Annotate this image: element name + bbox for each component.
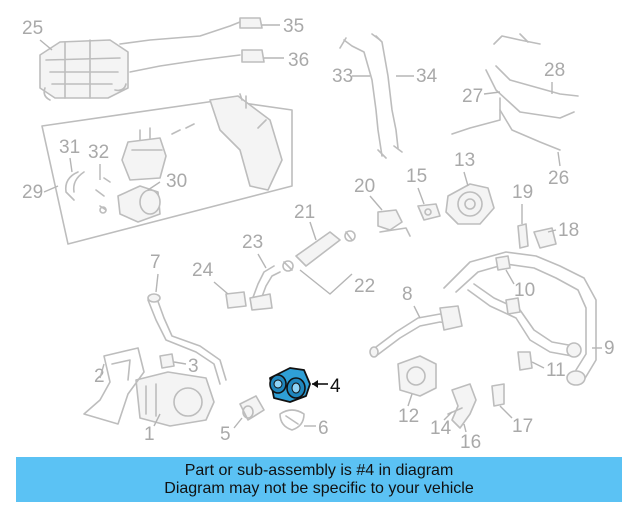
leader-4-arrowhead (312, 380, 318, 388)
leader-21 (309, 221, 317, 241)
callout-18: 18 (558, 220, 579, 241)
leader-2 (99, 363, 105, 379)
callout-32: 32 (88, 142, 109, 163)
callout-12: 12 (398, 406, 419, 427)
part-18-elbow-drawing (533, 227, 557, 249)
callout-21: 21 (294, 202, 315, 223)
part-4-highlighted-drawing (269, 367, 311, 403)
callout-19: 19 (512, 182, 533, 203)
part-5-sleeve-drawing (239, 395, 265, 421)
parts-diagram: 25 35 36 29 31 32 30 (22, 16, 615, 453)
leader-10 (505, 269, 515, 285)
callout-27: 27 (462, 86, 483, 107)
leader-31 (69, 157, 73, 173)
part-12-valve-drawing (397, 355, 437, 397)
part-33-34-pipes-drawing (339, 33, 403, 159)
leader-5 (233, 417, 243, 429)
part-21-hose-drawing (282, 230, 356, 272)
leader-11 (531, 361, 545, 369)
part-36-sensor-drawing (129, 49, 265, 73)
part-notice-banner: Part or sub-assembly is #4 in diagram Di… (16, 457, 622, 502)
callout-25: 25 (22, 18, 43, 39)
leader-24 (213, 281, 229, 295)
part-1-pump-drawing (135, 371, 215, 427)
callout-24: 24 (192, 260, 214, 281)
leader-1 (153, 413, 161, 427)
part-19-gasket-drawing (517, 223, 529, 249)
banner-line-part-number: Part or sub-assembly is #4 in diagram (184, 462, 454, 479)
leader-12 (407, 393, 413, 407)
leader-17 (499, 405, 513, 419)
callout-7: 7 (150, 252, 161, 273)
part-26-27-28-pipes-drawing (451, 33, 579, 151)
leader-26 (557, 151, 561, 167)
callout-28: 28 (544, 60, 565, 81)
callout-2: 2 (94, 366, 105, 387)
part-13-valve-drawing (445, 183, 495, 225)
leader-8 (413, 305, 421, 319)
callout-14: 14 (430, 418, 452, 439)
leader-30 (147, 181, 161, 191)
callout-15: 15 (406, 166, 427, 187)
leader-13 (463, 171, 469, 187)
leader-22 (299, 269, 353, 295)
callout-4: 4 (330, 376, 341, 397)
callout-22: 22 (354, 276, 375, 297)
callout-26: 26 (548, 168, 569, 189)
part-24-gasket-drawing (225, 291, 247, 309)
callout-34: 34 (416, 66, 438, 87)
leader-18 (547, 229, 557, 233)
callout-5: 5 (220, 424, 231, 445)
callout-33: 33 (332, 66, 353, 87)
leader-7 (155, 273, 159, 293)
leader-23 (257, 253, 267, 269)
leader-3 (173, 361, 187, 365)
part-3-bolt-drawing (159, 353, 175, 369)
callout-1: 1 (144, 424, 155, 445)
callout-9: 9 (604, 338, 615, 359)
part-23-pipe-drawing (249, 265, 281, 311)
callout-30: 30 (166, 171, 187, 192)
leader-16 (463, 423, 467, 433)
leader-14 (443, 411, 453, 421)
part-6-clamp-drawing (279, 409, 305, 431)
callout-13: 13 (454, 150, 475, 171)
leader-25 (39, 39, 53, 51)
part-17-gasket-drawing (491, 383, 505, 407)
part-8-pipe-drawing (369, 305, 463, 358)
part-35-sensor-drawing (119, 17, 263, 45)
callout-8: 8 (402, 284, 413, 305)
part-14-16-pipe-drawing (447, 383, 477, 429)
callout-31: 31 (59, 137, 80, 158)
callout-10: 10 (514, 280, 535, 301)
part-15-gasket-drawing (417, 203, 441, 221)
leader-15 (417, 187, 425, 205)
part-20-flange-drawing (377, 209, 411, 237)
leader-20 (369, 195, 383, 211)
callout-29: 29 (22, 182, 43, 203)
callout-20: 20 (354, 176, 375, 197)
leader-27 (483, 91, 501, 95)
banner-line-disclaimer: Diagram may not be specific to your vehi… (164, 480, 474, 497)
callout-6: 6 (318, 418, 329, 439)
callout-11: 11 (546, 360, 566, 381)
callout-23: 23 (242, 232, 263, 253)
part-7-hose-drawing (147, 293, 227, 385)
part-25-pump-drawing (39, 39, 129, 101)
leader-29 (43, 185, 59, 193)
callout-36: 36 (288, 50, 309, 71)
part-2-bracket-drawing (83, 347, 145, 425)
part-9-pipe-assembly-drawing (443, 251, 597, 386)
assembly-panel (41, 93, 293, 245)
callout-35: 35 (283, 16, 304, 37)
callout-16: 16 (460, 432, 481, 453)
callout-3: 3 (188, 356, 199, 377)
callout-17: 17 (512, 416, 533, 437)
